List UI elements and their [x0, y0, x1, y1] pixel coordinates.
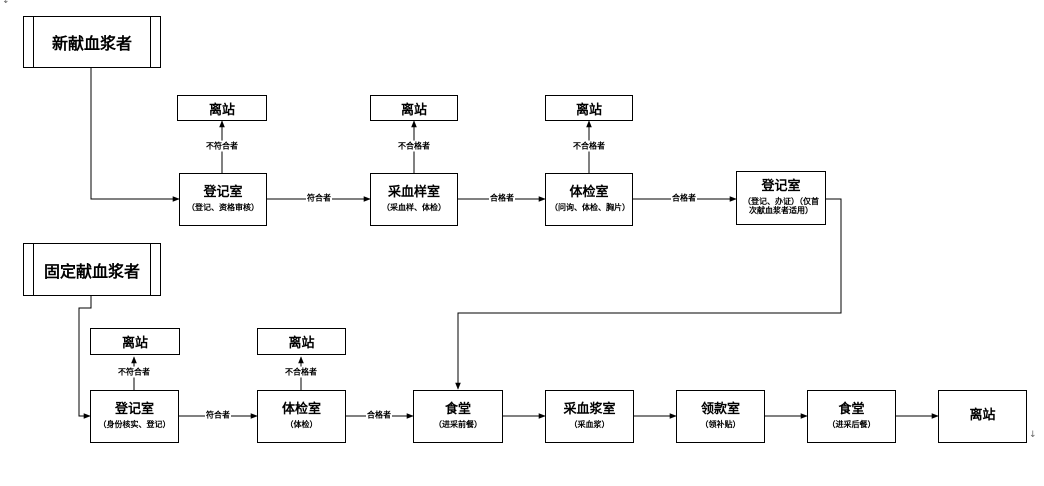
canteen-before-collection-title: 食堂 [444, 402, 471, 418]
physical-exam-room-row2-title: 体检室 [281, 402, 321, 418]
start-node-fixed-donor: 固定献血浆者 [23, 243, 161, 296]
paragraph-mark-top: ↓ [2, 0, 10, 6]
plasma-collection-room-title: 采血浆室 [563, 402, 616, 418]
canteen-after-collection-title: 食堂 [838, 402, 865, 418]
physical-exam-room-row1: 体检室 （问询、体检、胸片） [545, 173, 633, 226]
plasma-collection-room: 采血浆室 （采血浆） [545, 390, 634, 443]
blood-sample-room-sub: （采血样、体检） [382, 203, 446, 213]
registration-room-row1-sub: （登记、资格审核） [187, 203, 259, 213]
blood-sample-room: 采血样室 （采血样、体检） [370, 173, 458, 226]
leave-station-final: 离站 [938, 390, 1027, 443]
edge-label-row2-passed: 合格者 [366, 409, 392, 421]
edge-label-row1-passed-2: 合格者 [671, 192, 697, 204]
leave-box-row1-registration: 离站 [177, 95, 267, 121]
canteen-after-collection: 食堂 （进采后餐） [807, 390, 896, 443]
physical-exam-room-row1-sub: （问询、体检、胸片） [550, 203, 630, 213]
payment-room-title: 领款室 [700, 402, 740, 418]
edge-label-row2-exam-failed: 不合格者 [284, 366, 318, 378]
canteen-after-collection-sub: （进采后餐） [827, 420, 876, 430]
edge-label-row1-qualified: 符合者 [306, 192, 332, 204]
leave-station-final-title: 离站 [969, 408, 996, 424]
leave-box-row1-sampling: 离站 [370, 95, 458, 121]
edge-label-row1-exam-failed: 不合格者 [572, 140, 606, 152]
canteen-before-collection-sub: （进采前餐） [434, 420, 482, 430]
registration-room-row2-sub: （身份核实、登记） [98, 420, 171, 430]
registration-room-row2-title: 登记室 [114, 402, 154, 418]
connector-reg2-to-canteen [455, 198, 842, 390]
registration-room-certificate-sub: （登记、办证）（仅首次献血浆者适用） [743, 197, 819, 216]
leave-box-row2-registration: 离站 [90, 328, 180, 355]
edge-label-row2-registration-unqualified: 不符合者 [117, 366, 151, 378]
physical-exam-room-row2: 体检室 （体检） [257, 390, 346, 443]
plasma-collection-room-sub: （采血浆） [569, 420, 610, 430]
registration-room-row1-title: 登记室 [203, 185, 243, 201]
edge-label-row1-registration-unqualified: 不符合者 [205, 140, 239, 152]
edge-label-row1-passed-1: 合格者 [489, 192, 515, 204]
payment-room-sub: （领补贴） [700, 420, 741, 430]
registration-room-row1: 登记室 （登记、资格审核） [179, 173, 267, 226]
registration-room-certificate: 登记室 （登记、办证）（仅首次献血浆者适用） [736, 171, 826, 225]
registration-room-certificate-title: 登记室 [761, 179, 801, 195]
edge-label-row2-qualified: 符合者 [205, 409, 231, 421]
start-node-new-donor: 新献血浆者 [23, 16, 161, 68]
registration-room-row2: 登记室 （身份核实、登记） [90, 390, 179, 443]
connector-new-donor-to-registration [90, 68, 180, 202]
connector-fixed-donor-to-registration [78, 296, 92, 419]
leave-box-row1-exam: 离站 [545, 95, 633, 121]
blood-sample-room-title: 采血样室 [387, 185, 440, 201]
paragraph-mark-end: ↓ [1029, 430, 1037, 440]
physical-exam-room-row2-sub: （体检） [285, 420, 318, 430]
physical-exam-room-row1-title: 体检室 [569, 185, 609, 201]
edge-label-row1-sampling-failed: 不合格者 [397, 140, 431, 152]
payment-room: 领款室 （领补贴） [676, 390, 765, 443]
leave-box-row2-exam: 离站 [257, 328, 346, 355]
canteen-before-collection: 食堂 （进采前餐） [413, 390, 503, 443]
